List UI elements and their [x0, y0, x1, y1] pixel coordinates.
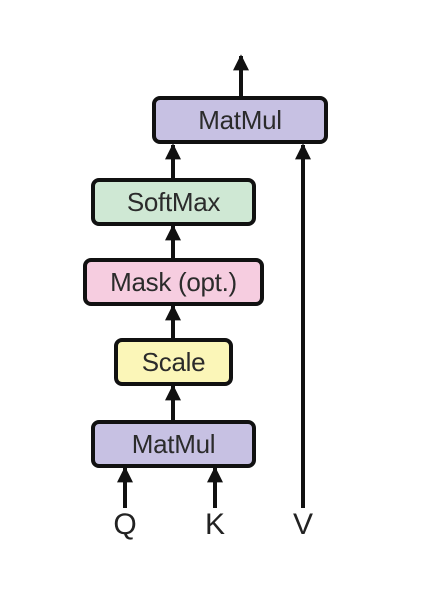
matmul-top-label: MatMul [198, 104, 282, 135]
mask-label: Mask (opt.) [110, 266, 237, 297]
matmul-bottom-block: MatMul [91, 420, 256, 468]
scale-label: Scale [141, 346, 206, 377]
input-v-label: V [292, 508, 313, 541]
matmul-top-block: MatMul [152, 96, 328, 144]
matmul-bottom-label: MatMul [131, 428, 216, 459]
input-k-label: K [204, 508, 225, 541]
scale-block: Scale [114, 338, 233, 386]
mask-block: Mask (opt.) [83, 258, 264, 306]
input-q-label: Q [113, 508, 137, 541]
softmax-label: SoftMax [126, 186, 221, 217]
softmax-block: SoftMax [91, 178, 256, 226]
